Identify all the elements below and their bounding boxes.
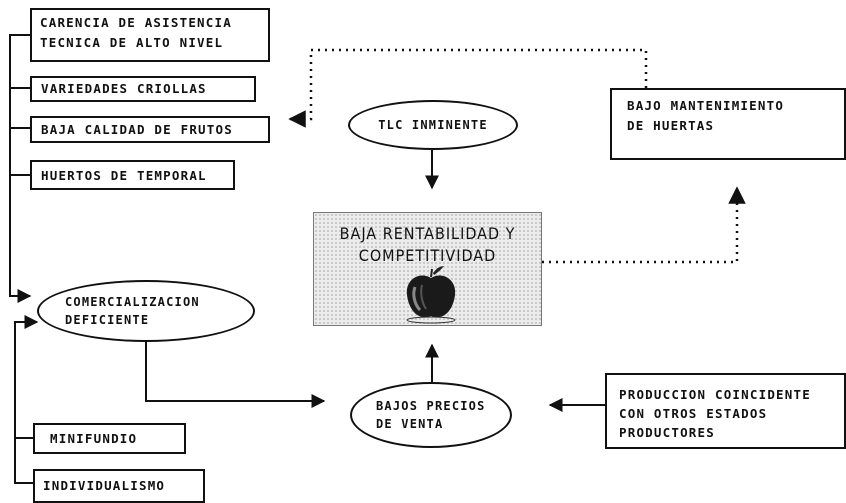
bajos-precios-label: DE VENTA <box>376 417 444 431</box>
central-title-line: COMPETITIVIDAD <box>358 246 497 265</box>
produccion-label: PRODUCTORES <box>619 425 715 440</box>
comercializacion-ellipse: COMERCIALIZACION DEFICIENTE <box>37 280 255 342</box>
dotted-center-to-mantenimiento <box>542 186 746 264</box>
factor-box-individualismo: INDIVIDUALISMO <box>33 469 205 503</box>
produccion-label: PRODUCCION COINCIDENTE <box>619 387 811 402</box>
factor-label: HUERTOS DE TEMPORAL <box>41 168 207 183</box>
tlc-label: TLC INMINENTE <box>378 118 488 132</box>
bajos-precios-label: BAJOS PRECIOS <box>376 399 486 413</box>
factor-label: MINIFUNDIO <box>50 431 138 446</box>
produccion-box: PRODUCCION COINCIDENTE CON OTROS ESTADOS… <box>605 373 846 449</box>
mantenimiento-label: DE HUERTAS <box>627 118 715 133</box>
factor-box-minifundio: MINIFUNDIO <box>33 423 186 454</box>
apple-icon <box>406 266 456 324</box>
factor-box-calidad: BAJA CALIDAD DE FRUTOS <box>30 116 270 143</box>
comercializacion-label: COMERCIALIZACION <box>65 295 200 309</box>
bajos-precios-ellipse: BAJOS PRECIOS DE VENTA <box>350 382 512 448</box>
mantenimiento-box: BAJO MANTENIMIENTO DE HUERTAS <box>610 88 846 160</box>
factor-label: TECNICA DE ALTO NIVEL <box>40 35 224 50</box>
central-title-line: BAJA RENTABILIDAD Y <box>339 224 516 243</box>
factor-box-variedades: VARIEDADES CRIOLLAS <box>30 76 256 102</box>
factor-box-temporal: HUERTOS DE TEMPORAL <box>30 160 235 190</box>
central-problem-box: BAJA RENTABILIDAD Y COMPETITIVIDAD <box>313 212 542 326</box>
factor-label: BAJA CALIDAD DE FRUTOS <box>41 122 233 137</box>
produccion-label: CON OTROS ESTADOS <box>619 406 768 421</box>
mantenimiento-label: BAJO MANTENIMIENTO <box>627 98 785 113</box>
bottom-trunk-line <box>14 315 39 484</box>
comercializacion-label: DEFICIENTE <box>65 313 150 327</box>
comercializacion-to-precios-line <box>145 342 326 408</box>
factor-box-asistencia: CARENCIA DE ASISTENCIA TECNICA DE ALTO N… <box>30 8 270 62</box>
factor-label: VARIEDADES CRIOLLAS <box>41 81 207 96</box>
left-trunk-line <box>9 34 32 303</box>
factor-label: INDIVIDUALISMO <box>43 478 166 493</box>
dotted-mantenimiento-to-left <box>288 48 648 128</box>
factor-label: CARENCIA DE ASISTENCIA <box>40 15 232 30</box>
tlc-ellipse: TLC INMINENTE <box>348 100 518 150</box>
